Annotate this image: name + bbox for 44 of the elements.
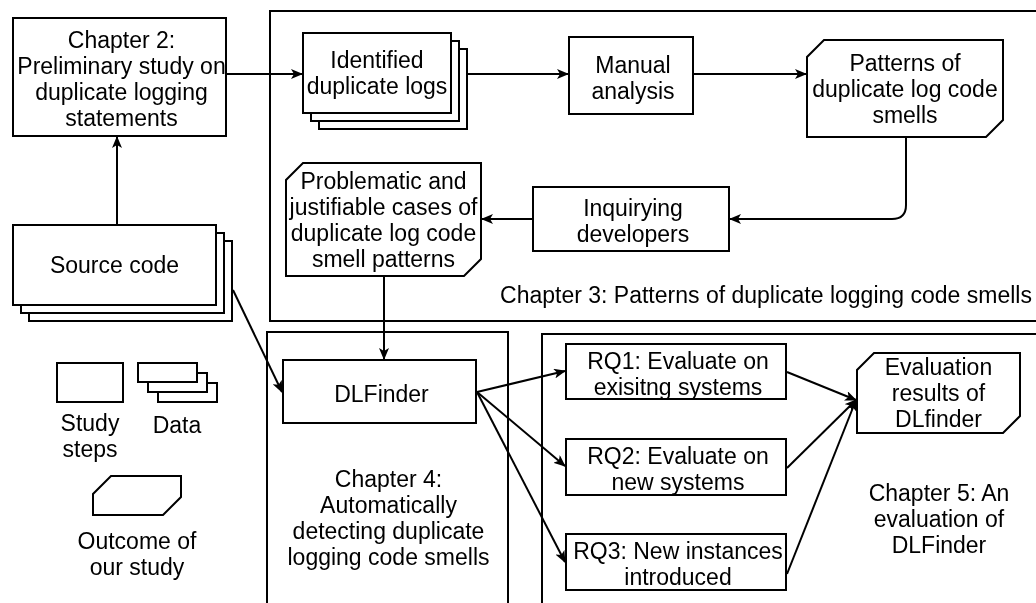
arrow <box>693 69 807 79</box>
arrow <box>467 69 569 79</box>
legend-label: Study steps <box>59 410 121 462</box>
node-label: Chapter 2: Preliminary study on duplicate logging statements <box>16 27 227 131</box>
legend-label: Outcome of our study <box>76 528 198 580</box>
arrow <box>786 399 857 469</box>
chapter-title: Chapter 3: Patterns of duplicate logging code smells <box>500 282 1032 308</box>
node-label: Evaluation results of DLfinder <box>883 354 994 432</box>
arrow <box>481 214 533 224</box>
node-label: Source code <box>49 252 180 278</box>
arrow <box>729 137 907 224</box>
process-box <box>568 36 694 115</box>
data-stack <box>302 32 468 130</box>
arrow <box>476 391 566 467</box>
arrow <box>786 399 857 575</box>
outcome-shape <box>806 39 1004 138</box>
arrow <box>786 371 857 401</box>
data-stack <box>12 224 233 322</box>
node-label: DLFinder <box>334 380 429 407</box>
node-label: RQ3: New instances introduced <box>572 538 784 590</box>
chapter-title: Chapter 4: Automatically detecting duplicate logging code smells <box>286 466 491 570</box>
chapter-title: Chapter 5: An evaluation of DLFinder <box>867 480 1011 558</box>
process-box <box>565 343 787 400</box>
process-box <box>282 359 477 424</box>
arrow <box>379 276 389 360</box>
arrow <box>112 136 122 225</box>
node-label: RQ2: Evaluate on new systems <box>586 443 770 495</box>
chapter-panel <box>269 10 1036 322</box>
chapter-panel <box>266 331 509 603</box>
chapter-panel <box>541 333 1036 603</box>
node-label: Problematic and justifiable cases of duplicate log code smell patterns <box>288 167 479 272</box>
outcome-shape <box>856 352 1021 434</box>
arrow <box>226 69 303 79</box>
process-box <box>565 438 787 496</box>
arrow <box>476 368 566 393</box>
arrow <box>476 391 566 563</box>
node-label: Patterns of duplicate log code smells <box>811 49 999 128</box>
node-label: Identified duplicate logs <box>305 47 449 99</box>
legend-label: Data <box>152 412 202 438</box>
node-label: RQ1: Evaluate on exisitng systems <box>586 347 770 400</box>
node-label: Manual analysis <box>590 51 676 104</box>
process-box <box>532 186 730 252</box>
node-label: Inquirying developers <box>575 195 691 247</box>
arrow <box>232 289 283 393</box>
